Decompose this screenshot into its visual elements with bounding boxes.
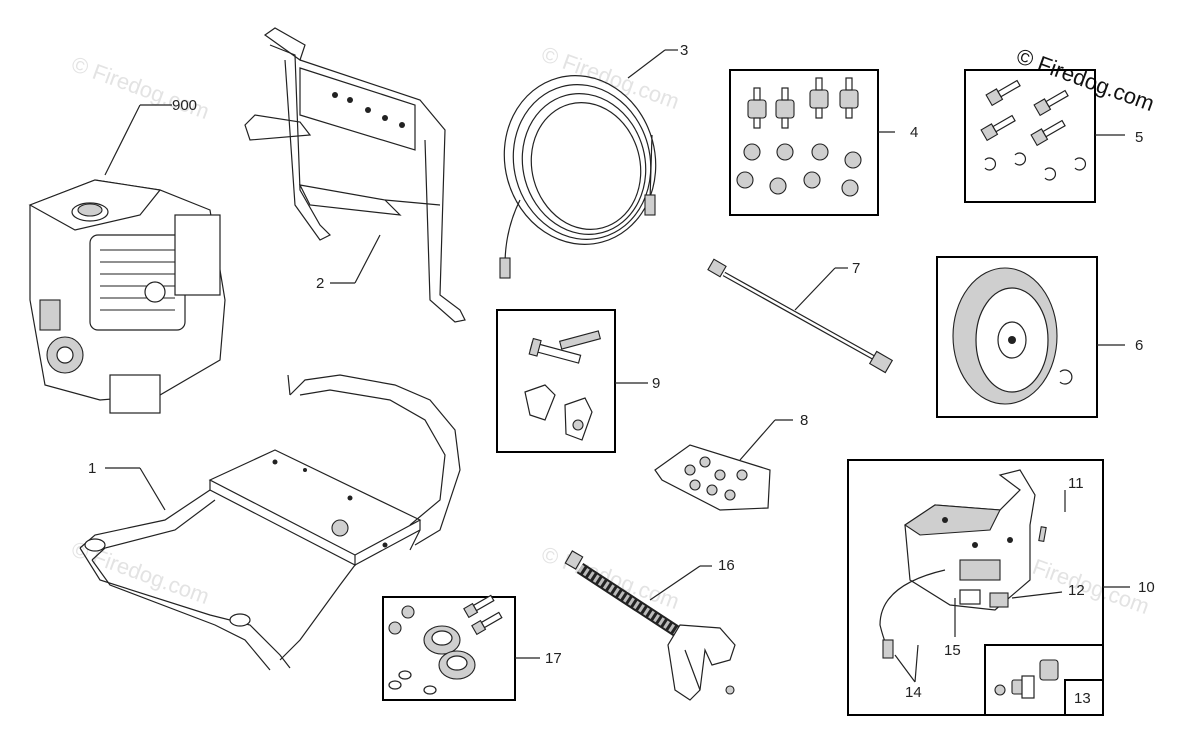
callout-12: 12 bbox=[1068, 582, 1085, 599]
callout-11: 11 bbox=[1068, 475, 1084, 492]
callout-15: 15 bbox=[944, 642, 961, 659]
hose-part-3 bbox=[499, 75, 657, 279]
leader-1-tail bbox=[139, 467, 166, 511]
kit-box-4 bbox=[729, 69, 879, 216]
label-box-13 bbox=[1064, 679, 1104, 716]
leader-12 bbox=[1011, 591, 1063, 599]
leader-7 bbox=[794, 267, 836, 311]
kit-box-5 bbox=[964, 69, 1096, 203]
engine-part-900 bbox=[28, 179, 226, 414]
kit-box-6 bbox=[936, 256, 1098, 418]
callout-10: 10 bbox=[1138, 579, 1155, 596]
leader-2 bbox=[354, 234, 381, 284]
callout-900: 900 bbox=[172, 97, 197, 114]
watermark: © Firedog.com bbox=[538, 541, 682, 614]
wheel-part-6 bbox=[952, 267, 1073, 405]
callout-9: 9 bbox=[652, 375, 660, 392]
callout-16: 16 bbox=[718, 557, 735, 574]
callout-17: 17 bbox=[545, 650, 562, 667]
leader-900 bbox=[104, 104, 141, 176]
callout-7: 7 bbox=[852, 260, 860, 277]
nozzle-kit-part-8 bbox=[654, 444, 771, 511]
callout-6: 6 bbox=[1135, 337, 1143, 354]
handle-part-2 bbox=[244, 27, 466, 323]
leader-14b bbox=[914, 644, 919, 683]
bolt-kit-part-5 bbox=[980, 79, 1086, 181]
spray-gun-part-16 bbox=[564, 550, 736, 701]
leader-3 bbox=[627, 49, 666, 79]
callout-13: 13 bbox=[1074, 690, 1091, 707]
callout-2: 2 bbox=[316, 275, 324, 292]
wand-part-7 bbox=[707, 258, 894, 374]
wheel-hardware-part-17 bbox=[388, 594, 503, 695]
callout-14: 14 bbox=[905, 684, 922, 701]
handle-hardware-part-9 bbox=[524, 330, 602, 441]
kit-box-9 bbox=[496, 309, 616, 453]
kit-box-17 bbox=[382, 596, 516, 701]
callout-3: 3 bbox=[680, 42, 688, 59]
callout-4: 4 bbox=[910, 124, 918, 141]
callout-5: 5 bbox=[1135, 129, 1143, 146]
pump-part-10 bbox=[879, 469, 1059, 699]
leader-8 bbox=[739, 419, 776, 461]
leader-14a bbox=[894, 654, 916, 683]
callout-8: 8 bbox=[800, 412, 808, 429]
leader-16 bbox=[649, 565, 701, 601]
callout-1: 1 bbox=[88, 460, 96, 477]
isolator-kit-part-4 bbox=[736, 77, 862, 197]
base-frame-part-1 bbox=[79, 374, 461, 671]
